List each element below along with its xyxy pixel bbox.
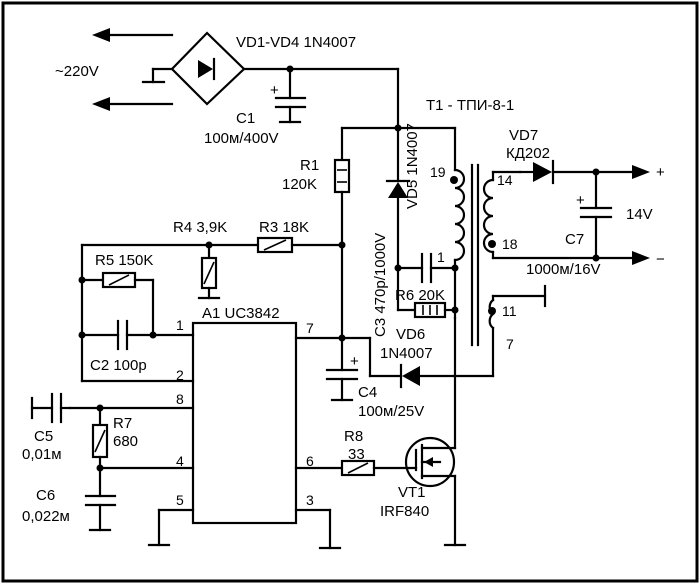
ic-a1 — [191, 321, 298, 525]
c6-value: 0,022м — [22, 508, 70, 525]
t-pin-7: 7 — [506, 336, 514, 352]
c1-plus: + — [270, 82, 279, 99]
t-pin-11: 11 — [502, 303, 517, 319]
c5-value: 0,01м — [22, 446, 62, 463]
capacitor-c1 — [274, 67, 307, 124]
r7-ref: R7 — [113, 415, 132, 432]
vt1-value: IRF840 — [380, 503, 429, 520]
vd6-ref: VD6 — [396, 326, 425, 343]
diode-vd7 — [533, 159, 555, 185]
r3-label: R3 18K — [259, 219, 309, 236]
c1-value: 100м/400V — [204, 130, 279, 147]
resistor-r1 — [333, 158, 351, 194]
vd7-ref: VD7 — [509, 127, 538, 144]
transformer-label: T1 - ТПИ-8-1 — [426, 97, 514, 114]
capacitor-c7 — [579, 170, 613, 260]
c5-ref: C5 — [34, 428, 53, 445]
out-voltage: 14V — [626, 206, 653, 223]
bridge-label: VD1-VD4 1N4007 — [236, 34, 356, 51]
mains-input — [92, 28, 174, 111]
capacitor-c3 — [396, 252, 457, 284]
c7-plus: + — [576, 192, 585, 209]
a1-label: A1 UC3842 — [202, 305, 280, 322]
ic-pin-5: 5 — [176, 492, 184, 508]
t-pin-18: 18 — [502, 236, 518, 252]
out-plus: + — [656, 164, 665, 181]
resistor-r5 — [101, 271, 137, 289]
r8-value: 33 — [348, 446, 365, 463]
t-pin-14: 14 — [497, 172, 513, 188]
ic-pin-1: 1 — [176, 317, 184, 333]
r8-ref: R8 — [344, 428, 363, 445]
transformer-t1 — [450, 163, 496, 347]
r7-value: 680 — [113, 433, 138, 450]
vd6-value: 1N4007 — [380, 345, 433, 362]
c3-label: C3 470p/1000V — [372, 233, 389, 337]
out-minus: − — [656, 251, 665, 268]
ic-pin-8: 8 — [176, 391, 184, 407]
r1-value: 120K — [282, 176, 317, 193]
ic-pin-2: 2 — [176, 367, 184, 383]
r5-label: R5 150K — [95, 252, 153, 269]
resistor-r6 — [413, 301, 447, 319]
c2-label: C2 100p — [90, 357, 147, 374]
ic-pin-6: 6 — [306, 453, 314, 469]
capacitor-c2 — [116, 319, 129, 351]
resistor-r8 — [340, 459, 376, 477]
vt1-ref: VT1 — [398, 484, 426, 501]
t-pin-19: 19 — [430, 164, 446, 180]
vd5-label: VD5 1N4007 — [404, 123, 421, 209]
capacitor-c6 — [84, 494, 117, 532]
c4-plus: + — [350, 353, 359, 370]
capacitor-c5 — [30, 392, 63, 424]
r1-ref: R1 — [300, 157, 319, 174]
ic-pin-7: 7 — [306, 320, 314, 336]
vd7-value: КД202 — [506, 145, 550, 162]
c4-ref: C4 — [358, 384, 377, 401]
mosfet-vt1 — [404, 436, 467, 547]
r6-label: R6 20K — [395, 287, 445, 304]
mains-label: ~220V — [55, 63, 99, 80]
diode-bridge — [141, 31, 246, 106]
c7-value: 1000м/16V — [526, 261, 601, 278]
c4-value: 100м/25V — [358, 403, 424, 420]
diode-vd6 — [399, 363, 420, 389]
resistor-r4 — [197, 243, 221, 300]
diode-vd5 — [385, 126, 411, 270]
resistor-r3 — [256, 236, 294, 254]
ic-pin-3: 3 — [306, 492, 314, 508]
ic-pin-4: 4 — [176, 453, 184, 469]
c7-ref: C7 — [565, 231, 584, 248]
t-pin-1: 1 — [437, 249, 445, 265]
c6-ref: C6 — [36, 487, 55, 504]
r4-label: R4 3,9K — [173, 219, 227, 236]
capacitor-c4 — [325, 336, 359, 402]
resistor-r7 — [91, 406, 109, 498]
c1-ref: C1 — [236, 110, 255, 127]
